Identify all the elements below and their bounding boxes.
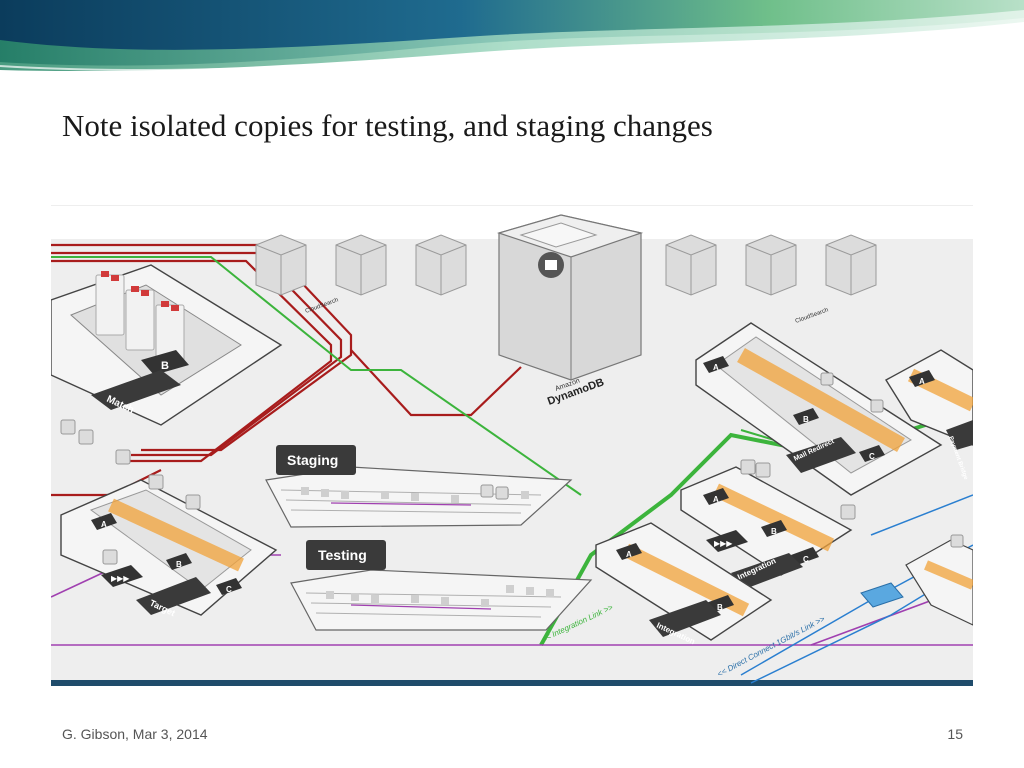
integ-upper-zone-c: C xyxy=(803,555,809,564)
integ-upper-zone-b: B xyxy=(771,527,777,536)
mail-zone-c: C xyxy=(869,452,875,461)
target-zone-a: A xyxy=(101,520,107,529)
mail-zone-b: B xyxy=(803,415,809,424)
header-banner xyxy=(0,0,1024,80)
integ-forward-icon: ▶▶▶ xyxy=(714,539,733,548)
target-zone-c: C xyxy=(226,585,232,594)
direct-connect-gateway xyxy=(860,582,904,608)
slide-page-number: 15 xyxy=(947,726,963,742)
payment-zone-a: A xyxy=(919,377,925,386)
integ-lower-zone-b: B xyxy=(717,603,723,612)
integ-upper-zone-a: A xyxy=(713,495,719,504)
target-zone-b: B xyxy=(176,560,182,569)
target-forward-icon: ▶▶▶ xyxy=(111,574,130,583)
server-glyphs xyxy=(60,372,964,565)
slide-title: Note isolated copies for testing, and st… xyxy=(62,108,713,143)
mail-zone-a: A xyxy=(713,363,719,372)
payment-bridge-environment: A Payment Bridge xyxy=(885,349,973,481)
architecture-diagram: CloudSearch CloudSearch Amazon DynamoDB … xyxy=(51,205,973,686)
target-environment: A B C ▶▶▶ Target xyxy=(60,479,278,618)
integration-environment-upper: A B C ▶▶▶ Integration xyxy=(680,466,853,589)
testing-environment: Testing xyxy=(290,540,593,631)
staging-label: Staging xyxy=(287,452,338,468)
partial-environment-right xyxy=(905,539,973,626)
footer-author-date: G. Gibson, Mar 3, 2014 xyxy=(62,726,208,742)
testing-label: Testing xyxy=(318,547,367,563)
staging-environment: Staging xyxy=(265,445,573,528)
match-zone-b: B xyxy=(161,360,169,372)
cloudsearch-cubes xyxy=(255,234,877,296)
dynamodb-cube xyxy=(496,214,644,381)
match-environment: B Match xyxy=(51,264,283,426)
integ-lower-zone-a: A xyxy=(626,550,632,559)
mail-redirect-environment: A B C Mail Redirect xyxy=(695,322,943,496)
